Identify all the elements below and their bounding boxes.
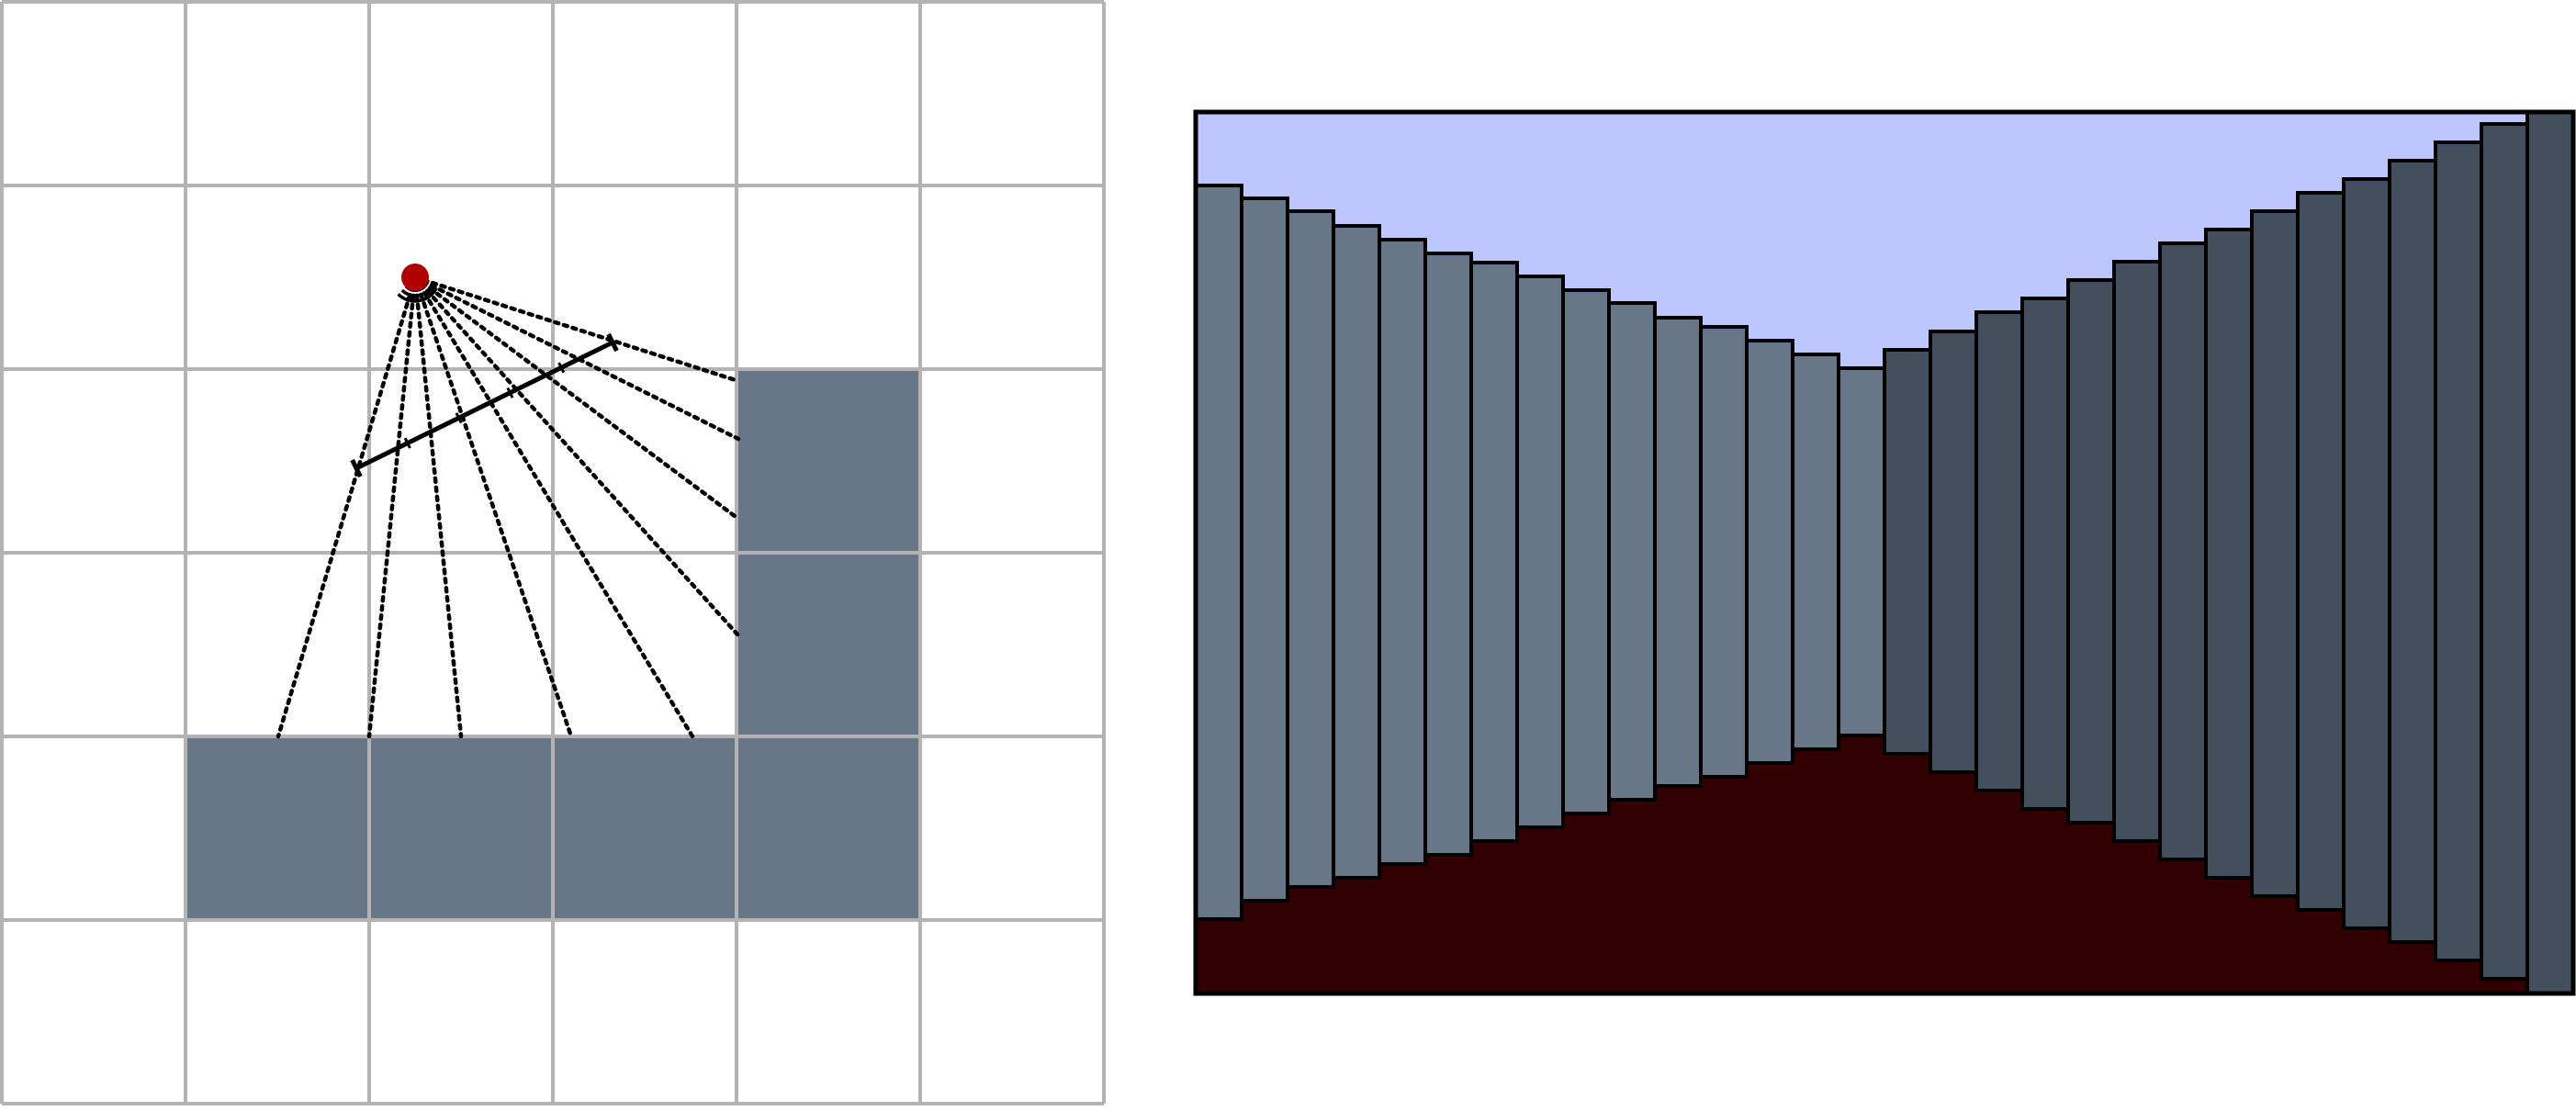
wall-strip bbox=[1745, 339, 1794, 765]
plane-tick bbox=[506, 387, 514, 398]
ray bbox=[412, 275, 574, 739]
ray bbox=[412, 275, 741, 442]
wall-strip bbox=[1515, 275, 1565, 829]
wall-strips bbox=[1194, 110, 2575, 995]
wall-strip bbox=[2525, 110, 2575, 995]
ray bbox=[412, 275, 741, 522]
top-down-map bbox=[0, 0, 1106, 1105]
wall-strip bbox=[1929, 330, 1978, 774]
ray bbox=[412, 275, 464, 739]
wall-strip bbox=[2204, 228, 2254, 880]
plane-end-cap bbox=[350, 458, 363, 478]
wall-strip bbox=[1561, 288, 1611, 815]
wall-strip bbox=[1332, 224, 1381, 880]
map-walls bbox=[186, 369, 920, 920]
projection-plane bbox=[354, 340, 614, 471]
ray bbox=[276, 275, 418, 739]
plane-end-cap bbox=[606, 332, 619, 353]
angle-arc bbox=[400, 285, 433, 297]
wall-strip bbox=[2388, 159, 2437, 944]
wall-cell bbox=[737, 369, 920, 553]
wall-strip bbox=[2480, 122, 2529, 981]
ray bbox=[412, 275, 741, 384]
wall-strip bbox=[1791, 353, 1840, 751]
wall-cell bbox=[186, 736, 369, 920]
wall-strip bbox=[1194, 184, 1243, 921]
wall-strip bbox=[1286, 209, 1335, 889]
plane-tick bbox=[455, 412, 463, 424]
view-frame bbox=[1193, 109, 2576, 996]
wall-strip bbox=[1240, 196, 1289, 903]
wall-strip bbox=[2066, 278, 2116, 825]
player-marker bbox=[401, 264, 429, 291]
ray-fan bbox=[276, 275, 741, 739]
wall-cell bbox=[369, 736, 553, 920]
wall-strip bbox=[2296, 191, 2345, 912]
first-person-view bbox=[1193, 109, 2576, 996]
wall-strip bbox=[2342, 177, 2391, 930]
ray bbox=[412, 275, 695, 739]
wall-strip bbox=[1837, 366, 1886, 737]
wall-cell bbox=[553, 736, 737, 920]
wall-strip bbox=[1607, 301, 1657, 802]
wall-strip bbox=[2112, 260, 2162, 843]
wall-strip bbox=[2250, 209, 2300, 898]
wall-strip bbox=[1699, 325, 1749, 779]
plane-tick bbox=[403, 437, 411, 449]
ray bbox=[412, 275, 741, 638]
map-grid bbox=[0, 0, 1106, 1105]
wall-cell bbox=[737, 553, 920, 736]
plane-tick bbox=[557, 362, 566, 374]
wall-strip bbox=[1974, 310, 2024, 792]
projection-plane-line bbox=[350, 332, 619, 478]
wall-cell bbox=[737, 736, 920, 920]
wall-strip bbox=[1469, 261, 1519, 843]
ray bbox=[366, 275, 418, 739]
wall-strip bbox=[1883, 348, 1932, 756]
wall-strip bbox=[1378, 238, 1427, 866]
wall-strip bbox=[2158, 241, 2208, 861]
angle-arc bbox=[397, 286, 438, 303]
wall-strip bbox=[1423, 252, 1473, 857]
wall-strip bbox=[1653, 316, 1703, 788]
wall-strip bbox=[2434, 140, 2483, 962]
wall-strip bbox=[2020, 297, 2070, 811]
